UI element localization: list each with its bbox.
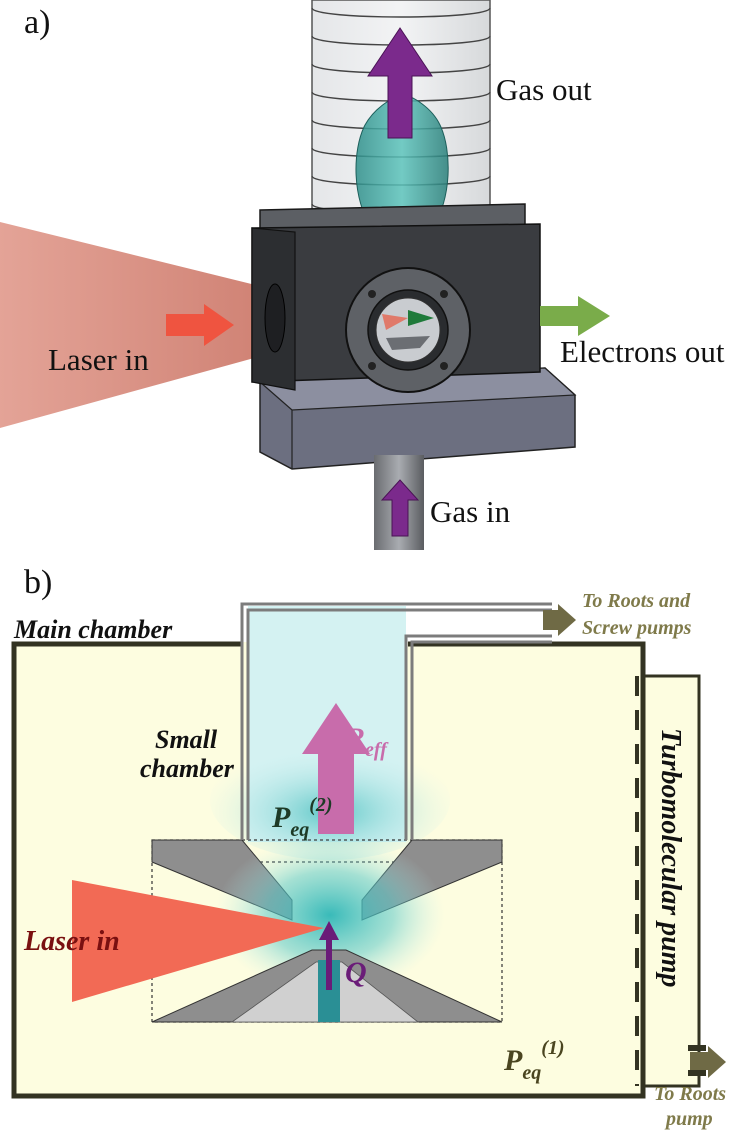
nozzle-gas-feed: [318, 960, 340, 1022]
q-label: Q: [345, 956, 367, 989]
main-chamber-label: Main chamber: [13, 615, 173, 644]
electrons-out-arrow: [540, 296, 610, 336]
to-roots-label-1: To Roots: [654, 1083, 726, 1105]
q-arrow: [319, 921, 339, 990]
turbo-pump-outline: [643, 674, 701, 1088]
small-chamber-label-2: chamber: [140, 754, 235, 783]
panel-b: b) To Roots and Screw pumps T: [11, 564, 726, 1130]
small-chamber-tube: [240, 602, 552, 840]
electrons-out-label: Electrons out: [560, 334, 725, 369]
laser-in-label-a: Laser in: [48, 342, 149, 377]
to-roots-screw-label-1: To Roots and: [582, 590, 691, 612]
gas-out-label: Gas out: [496, 72, 592, 107]
laser-window: [264, 283, 286, 353]
r-eff-label: Reff: [344, 722, 389, 761]
to-roots-label-2: pump: [664, 1108, 713, 1130]
laser-beam-b: [72, 880, 324, 1002]
gas-in-arrow: [380, 479, 420, 537]
laser-in-label-b: Laser in: [23, 926, 120, 957]
p-eq1-label: Peq(1): [503, 1037, 565, 1084]
viewport-flange: [345, 267, 471, 393]
gas-in-label: Gas in: [430, 494, 511, 529]
panel-b-label: b): [24, 564, 52, 601]
laser-in-arrow-a: [166, 304, 234, 346]
laser-beam-a: [0, 222, 276, 428]
panel-a: a) Gas out Laser in: [0, 0, 725, 550]
p-eq2-label: Peq(2): [271, 794, 333, 841]
r-eff-arrow: [302, 703, 370, 834]
to-roots-screw-arrow: [543, 604, 576, 636]
to-roots-screw-label-2: Screw pumps: [582, 617, 692, 639]
to-roots-arrow: [690, 1046, 726, 1078]
turbo-pump-area: [643, 676, 699, 1086]
turbo-pump-label: Turbomolecular pump: [655, 728, 686, 988]
panel-a-label: a): [24, 4, 50, 41]
small-chamber-label-1: Small: [155, 725, 218, 754]
gas-glow-center: [215, 835, 445, 995]
gas-out-arrow: [367, 27, 433, 139]
main-chamber-outline: [11, 641, 646, 1099]
